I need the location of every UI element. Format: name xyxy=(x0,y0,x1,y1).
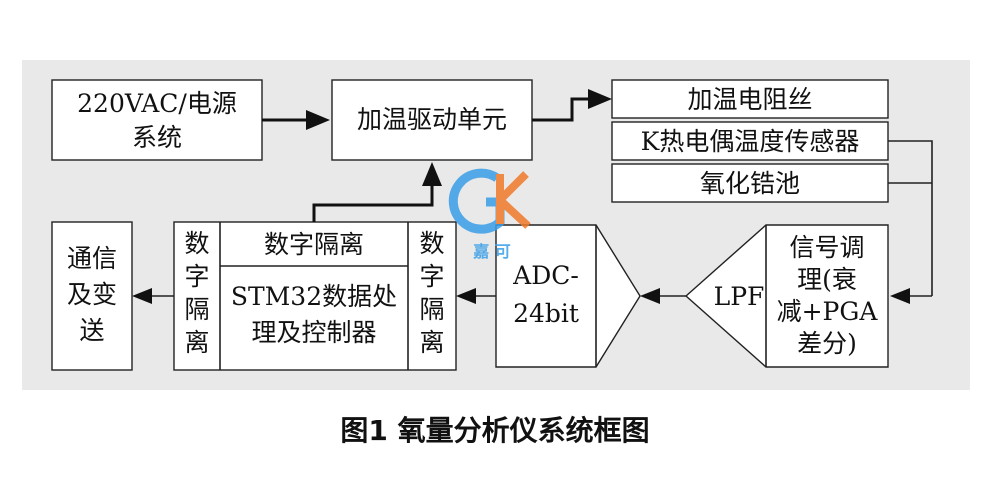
stm32-controller-block: 数 字 隔 离 数字隔离 STM32数据处 理及控制器 数 字 隔 离 xyxy=(173,221,457,371)
adc-line-2: 24bit xyxy=(513,299,579,328)
signal-line-4: 差分) xyxy=(797,329,857,358)
iso-right-2: 字 xyxy=(419,262,444,291)
stm32-line-2: 理及控制器 xyxy=(251,318,376,347)
comm-line-3: 送 xyxy=(79,316,104,345)
power-system-block: 220VAC/电源 系统 xyxy=(51,79,263,161)
iso-right-1: 数 xyxy=(419,229,444,258)
logo-text: 嘉 可 xyxy=(472,242,511,261)
heating-driver-block: 加温驱动单元 xyxy=(331,79,533,161)
logo-g-shape xyxy=(448,168,505,234)
comm-line-1: 通信 xyxy=(67,244,117,273)
logo-k-shape xyxy=(496,171,531,229)
signal-line-3: 减+PGA xyxy=(777,297,879,326)
connections xyxy=(132,89,933,304)
lpf-label: LPF xyxy=(714,282,765,311)
power-line-1: 220VAC/电源 xyxy=(77,89,237,118)
thermocouple-block: K热电偶温度传感器 xyxy=(611,121,889,161)
heater-block: 加温电阻丝 xyxy=(611,79,889,119)
signal-conditioning-block: LPF 信号调 理(衰 减+PGA 差分) xyxy=(684,224,889,368)
heating-driver-label: 加温驱动单元 xyxy=(357,105,507,134)
signal-line-2: 理(衰 xyxy=(797,265,857,294)
zirconia-cell-label: 氧化锆池 xyxy=(700,169,800,198)
communication-block: 通信 及变 送 xyxy=(51,221,133,371)
figure-caption: 图1 氧量分析仪系统框图 xyxy=(340,414,649,447)
iso-top-label: 数字隔离 xyxy=(264,230,364,259)
comm-line-2: 及变 xyxy=(67,280,117,309)
iso-left-2: 字 xyxy=(184,262,209,291)
power-line-2: 系统 xyxy=(132,123,182,152)
adc-line-1: ADC- xyxy=(512,261,579,290)
iso-right-4: 离 xyxy=(419,328,444,357)
gk-logo-watermark: 嘉 可 xyxy=(448,168,531,261)
iso-left-4: 离 xyxy=(184,328,209,357)
thermocouple-label: K热电偶温度传感器 xyxy=(641,127,860,156)
stm32-line-1: STM32数据处 xyxy=(231,282,397,311)
signal-line-1: 信号调 xyxy=(789,233,864,262)
iso-left-3: 隔 xyxy=(184,295,209,324)
adc-block: ADC- 24bit xyxy=(495,224,641,368)
heater-label: 加温电阻丝 xyxy=(687,85,812,114)
iso-right-3: 隔 xyxy=(419,295,444,324)
iso-left-1: 数 xyxy=(184,229,209,258)
zirconia-cell-block: 氧化锆池 xyxy=(611,163,889,203)
